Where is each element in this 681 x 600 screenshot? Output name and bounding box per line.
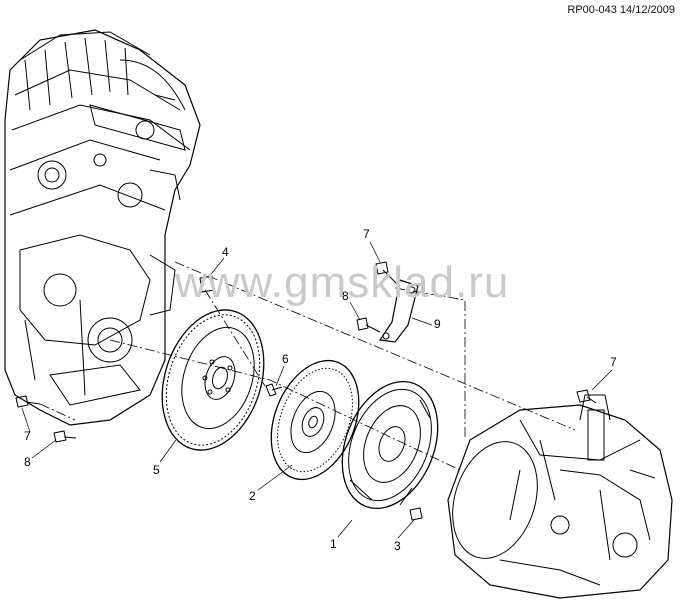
- callout-3: 3: [394, 539, 401, 553]
- callout-2: 2: [249, 489, 256, 503]
- clutch-disc: [270, 359, 360, 481]
- assembly-axis-lines: [39, 261, 576, 471]
- callout-5: 5: [153, 463, 160, 477]
- callout-9: 9: [434, 317, 441, 331]
- drawing-reference: RP00-043 14/12/2009: [567, 4, 675, 16]
- callout-leader-lines: [21, 241, 613, 539]
- callout-7-left: 7: [24, 429, 31, 443]
- callout-8-left: 8: [24, 455, 31, 469]
- fasteners: [15, 261, 597, 521]
- callout-4: 4: [222, 245, 229, 259]
- pressure-plate: [341, 380, 439, 510]
- callout-1: 1: [330, 537, 337, 551]
- flywheel: [161, 309, 265, 451]
- callout-6: 6: [282, 352, 289, 366]
- callout-8-top: 8: [342, 289, 349, 303]
- transmission-housing: [447, 394, 673, 599]
- engine-block: [4, 29, 201, 426]
- callout-7-right: 7: [610, 355, 617, 369]
- callout-7-top: 7: [363, 227, 370, 241]
- support-bracket: [378, 279, 419, 343]
